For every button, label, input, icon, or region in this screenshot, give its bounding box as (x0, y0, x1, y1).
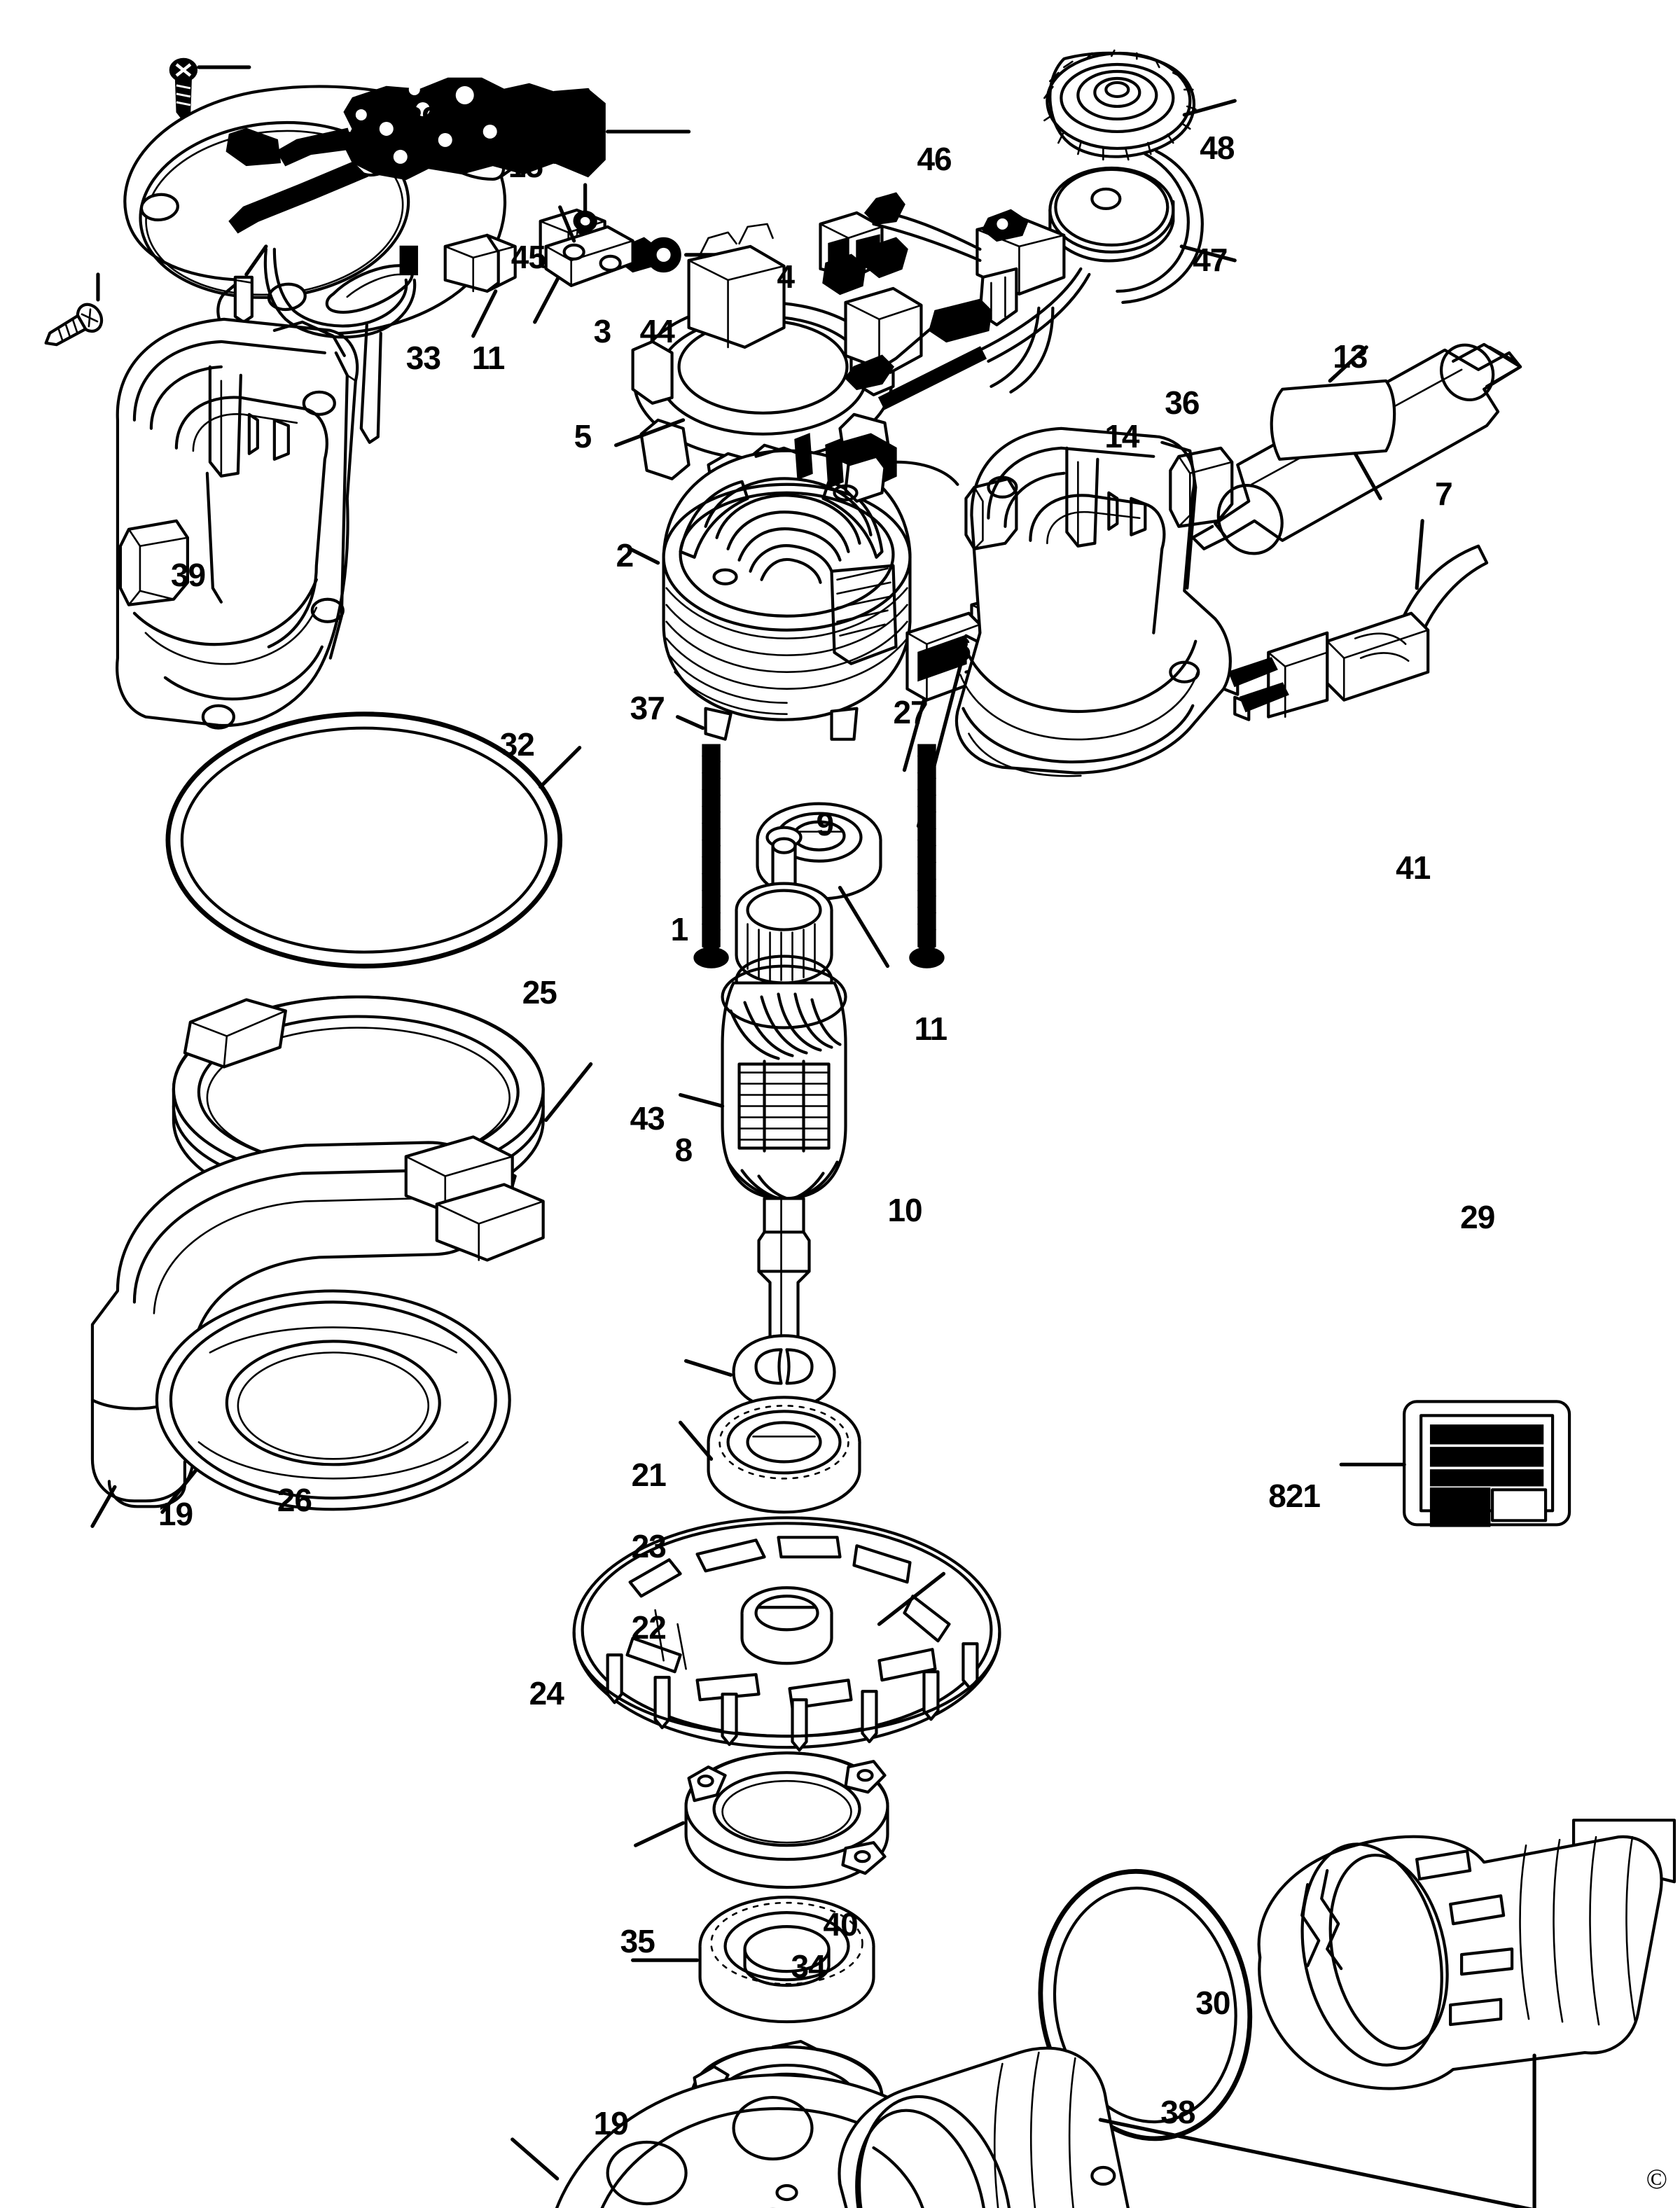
callout-39-left: 39 (170, 556, 206, 593)
callout-19-lower: 19 (593, 2105, 629, 2142)
callout-24: 24 (529, 1675, 564, 1712)
callout-11-upper: 11 (471, 339, 506, 376)
part-21-bearing-plate (684, 1751, 889, 1889)
part-821-warning-label (1403, 1400, 1571, 1527)
part-14-cord-clamp (544, 225, 634, 287)
callout-11-lower: 11 (914, 1010, 947, 1047)
callout-8: 8 (674, 1132, 693, 1169)
callout-36: 36 (1165, 384, 1200, 421)
callout-47: 47 (1193, 241, 1228, 278)
callout-1: 1 (670, 910, 689, 947)
callout-10: 10 (887, 1192, 922, 1229)
callout-44: 44 (639, 312, 675, 349)
callout-6: 6 (953, 630, 971, 667)
callout-7: 7 (1435, 475, 1453, 512)
part-37-long-screw-right (909, 744, 945, 968)
part-41-label-plate (1270, 379, 1396, 461)
callout-4: 4 (777, 258, 796, 295)
callout-5: 5 (574, 417, 592, 454)
callout-34: 34 (791, 1948, 826, 1985)
callout-37: 37 (630, 689, 665, 726)
callout-23: 23 (631, 1528, 667, 1565)
callout-48: 48 (1200, 129, 1235, 166)
callout-9: 9 (816, 805, 835, 842)
callout-29: 29 (1460, 1199, 1495, 1236)
part-48-speed-dial-knob (1043, 49, 1197, 161)
callout-35: 35 (620, 1923, 655, 1960)
part-7-power-plug (1222, 544, 1489, 721)
callout-14: 14 (1104, 417, 1139, 454)
part-2-field-stator (662, 433, 912, 741)
callout-2: 2 (616, 536, 634, 574)
callout-38: 38 (1160, 2094, 1195, 2131)
callout-19-upper: 19 (158, 1496, 193, 1533)
copyright-symbol: © (1646, 2163, 1667, 2195)
part-23-lower-bearing (698, 1896, 875, 2024)
part-11-motor-housing-right (954, 426, 1234, 777)
callout-26: 26 (277, 1482, 312, 1519)
callout-22: 22 (631, 1609, 667, 1646)
part-26-dust-skirt (155, 1289, 511, 1511)
callout-15: 15 (508, 147, 543, 184)
callout-46: 46 (917, 140, 952, 177)
callout-43: 43 (630, 1099, 665, 1137)
callout-21: 21 (631, 1457, 667, 1494)
callout-40: 40 (823, 1906, 859, 1943)
part-39-screw-left (39, 300, 106, 356)
part-46-pcb-module (225, 77, 606, 234)
part-47-speed-control-module (863, 149, 1204, 394)
part-3-brush-cap (443, 233, 517, 293)
part-11-motor-housing-left (116, 317, 359, 730)
callout-3: 3 (593, 312, 612, 349)
callout-27: 27 (893, 693, 928, 730)
callout-33: 33 (405, 339, 441, 376)
callout-39-top: 39 (404, 99, 440, 137)
part-29-dust-port-assembly (838, 1819, 1676, 2208)
callout-30: 30 (1195, 1985, 1230, 2022)
callout-45: 45 (511, 238, 546, 275)
callout-25: 25 (522, 973, 557, 1011)
part-1-armature (721, 826, 847, 1340)
callout-32: 32 (499, 725, 535, 763)
part-37-long-screw-left (693, 744, 729, 968)
part-8-ball-bearing (707, 1396, 861, 1514)
part-10-fan (572, 1516, 1001, 1752)
callout-821: 821 (1268, 1478, 1321, 1515)
part-45-sleeve (233, 275, 254, 324)
callout-41: 41 (1396, 849, 1431, 886)
lead-wires-right (844, 267, 1091, 410)
part-32-o-ring (165, 711, 563, 968)
callout-13: 13 (1333, 338, 1368, 375)
